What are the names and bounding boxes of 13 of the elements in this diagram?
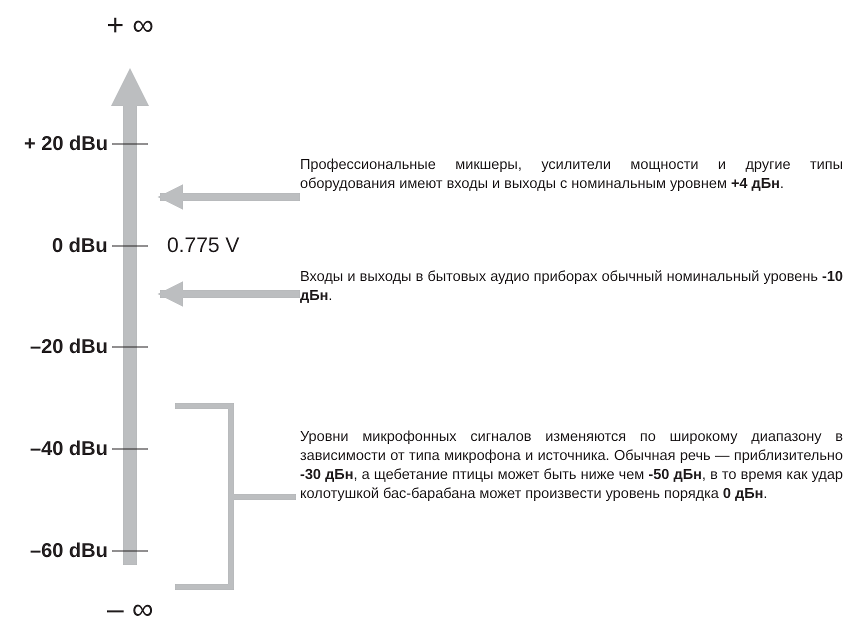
description-text: Уровни микрофонных сигналов изменяются по широкому диапазону в зависимости от типа микрофона и источника. Обычная речь — приблизительно -30 дБн, а щебетание птицы может быть ниже чем -50 дБн, в то время как удар колотушкой бас-барабана может произвести уровень порядка 0 дБн.	[300, 428, 843, 504]
level-label: 0 dBu	[52, 234, 108, 258]
level-label: –40 dBu	[30, 437, 108, 461]
infinity-label: + ∞	[106, 8, 154, 44]
infinity-label: – ∞	[107, 592, 154, 628]
level-label: + 20 dBu	[24, 132, 108, 156]
arrow	[157, 281, 300, 307]
voltage-label: 0.775 V	[167, 234, 240, 258]
level-label: –60 dBu	[30, 539, 108, 563]
description-text: Входы и выходы в бытовых аудио приборах обычный номинальный уровень -10 дБн.	[300, 268, 843, 306]
level-label: –20 dBu	[30, 335, 108, 359]
arrow	[157, 184, 300, 210]
description-text: Профессиональные микшеры, усилители мощности и другие типы оборудования имеют входы и выходы с номинальным уровнем +4 дБн.	[300, 156, 843, 194]
